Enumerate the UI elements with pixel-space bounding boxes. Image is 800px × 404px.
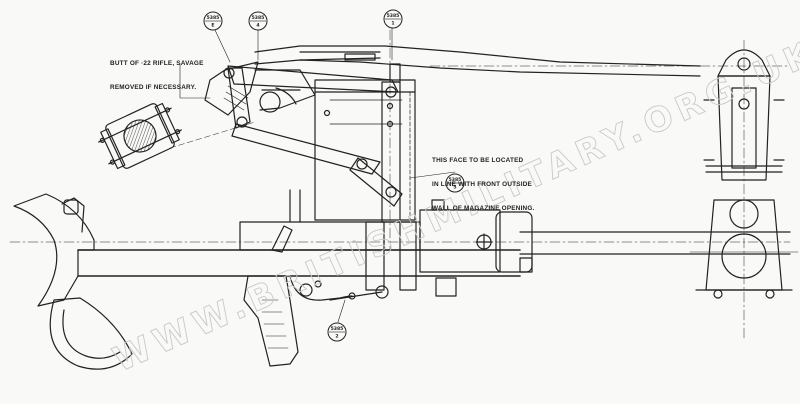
part-tag-suffix: 4 [256,23,259,29]
pistol-grip [243,275,299,367]
barrel-section [98,102,256,170]
face-note-line: WALL OF MAGAZINE OPENING. [432,205,535,212]
part-tag-suffix: 2 [335,334,338,340]
part-tag: 5385 5 [445,173,465,193]
part-tag-suffix: 1 [391,21,394,27]
part-tag: 5385 4 [248,11,268,31]
rifle-butt [204,61,259,116]
part-tag-number: 5385 [449,177,462,183]
part-tag: 5385 E [203,11,223,31]
part-tag-number: 5385 [387,13,400,19]
face-note-line: IN LINE WITH FRONT OUTSIDE [432,181,532,188]
shoulder-stock [13,193,133,370]
part-tag-suffix: 5 [453,185,456,191]
face-note: THIS FACE TO BE LOCATED IN LINE WITH FRO… [432,141,535,221]
part-tag-number: 5385 [331,326,344,332]
lower-linkage [329,221,417,301]
butt-note: BUTT OF ·22 RIFLE, SAVAGE REMOVED IF NEC… [110,44,204,100]
upper-rifle [254,45,701,113]
gun-body [77,189,791,297]
end-view [689,49,799,299]
part-tag: 5385 1 [383,9,403,29]
magazine-block [314,79,416,221]
butt-note-line: BUTT OF ·22 RIFLE, SAVAGE [110,60,204,67]
part-tag-number: 5385 [252,15,265,21]
part-tag: 5385 2 [327,322,347,342]
part-tag-group: 5385 E 5385 4 5385 1 5385 5 5385 2 [203,9,465,342]
part-tag-suffix: E [211,23,214,29]
butt-note-line: REMOVED IF NECESSARY. [110,84,197,91]
part-tag-number: 5385 [207,15,220,21]
face-note-line: THIS FACE TO BE LOCATED [432,157,524,164]
